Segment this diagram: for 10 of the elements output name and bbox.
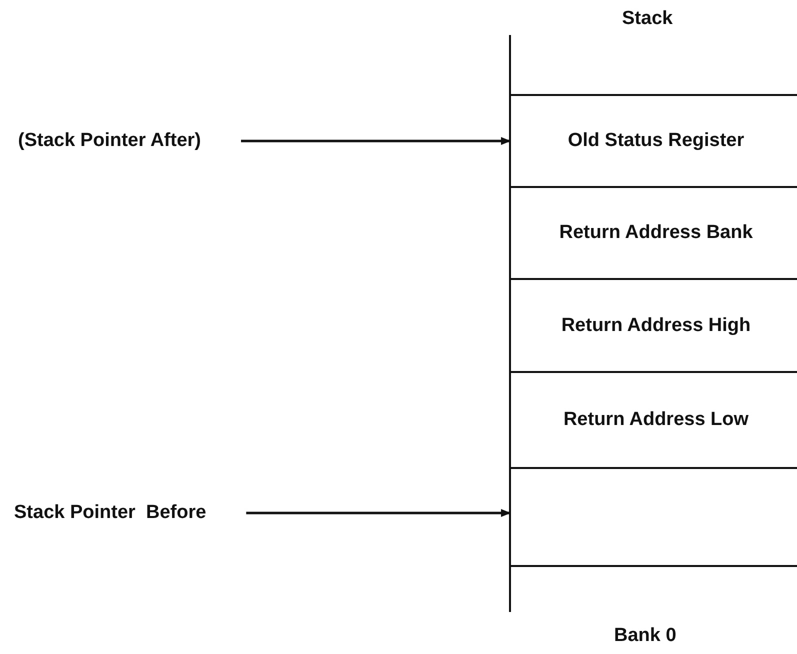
stack-cell: Return Address High xyxy=(511,278,797,373)
stack-cell: Return Address Low xyxy=(511,371,797,469)
arrow xyxy=(241,137,511,145)
stack-cell: Return Address Bank xyxy=(511,186,797,280)
bank-label: Bank 0 xyxy=(614,625,676,647)
arrow xyxy=(246,509,511,517)
pointer-label: (Stack Pointer After) xyxy=(18,130,201,152)
stack-title: Stack xyxy=(622,8,673,30)
pointer-label: Stack Pointer Before xyxy=(14,502,206,524)
stack-cell: Old Status Register xyxy=(511,94,797,188)
